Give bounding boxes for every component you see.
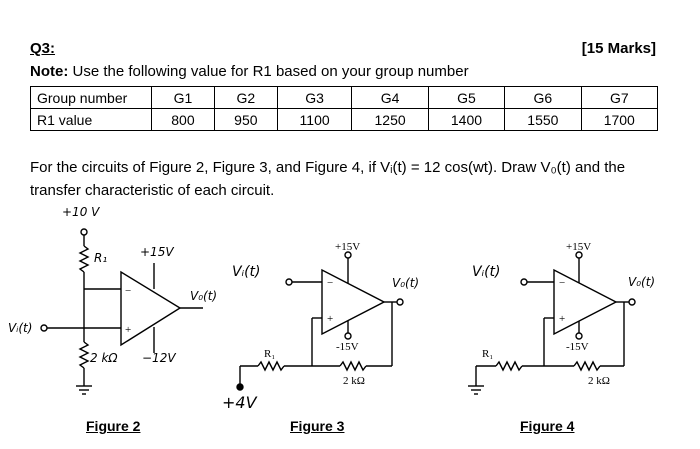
output-terminal xyxy=(396,298,404,306)
terminal-top xyxy=(80,228,88,236)
figure-2-circuit xyxy=(40,228,203,395)
note-label: Note: xyxy=(30,63,69,80)
fig3-r1-label: R₁ xyxy=(264,348,275,360)
opamp-minus-sign: − xyxy=(327,277,333,289)
table-cell: 1400 xyxy=(427,108,506,131)
input-terminal xyxy=(285,278,293,286)
table-row: R1 value 800 950 1100 1250 1400 1550 170… xyxy=(30,108,659,131)
table-cell: 1100 xyxy=(276,108,353,131)
fig2-r1-label: R₁ xyxy=(94,251,107,265)
r2-resistor xyxy=(339,360,367,372)
table-cell: Group number xyxy=(30,86,152,109)
opamp-triangle xyxy=(120,270,182,347)
r2-resistor xyxy=(78,341,90,369)
question-marks: [15 Marks] xyxy=(581,40,656,57)
fig2-output-label: V₀(t) xyxy=(190,289,217,303)
table-cell: 1700 xyxy=(580,108,659,131)
figure-3-caption: Figure 3 xyxy=(290,418,345,434)
opamp-minus-sign: − xyxy=(559,277,565,289)
table-cell: 800 xyxy=(151,108,215,131)
figure-4-caption: Figure 4 xyxy=(520,418,575,434)
opamp-plus-sign: + xyxy=(327,313,333,325)
opamp-minus-sign: − xyxy=(125,285,131,297)
question-prompt: For the circuits of Figure 2, Figure 3, … xyxy=(30,156,670,202)
opamp-plus-sign: + xyxy=(125,324,131,336)
figure-2-caption: Figure 2 xyxy=(86,418,141,434)
fig3-input-label: Vᵢ(t) xyxy=(232,264,261,280)
r2-resistor xyxy=(573,360,601,372)
table-cell: 950 xyxy=(213,108,278,131)
terminal-bottom xyxy=(575,332,583,340)
fig3-pos-rail: +15V xyxy=(335,241,360,253)
fig3-neg-rail: -15V xyxy=(336,341,359,353)
opamp-plus-sign: + xyxy=(559,313,565,325)
r1-resistor xyxy=(78,245,90,273)
fig3-output-label: V₀(t) xyxy=(392,276,419,290)
input-terminal xyxy=(520,278,528,286)
group-table: Group number G1 G2 G3 G4 G5 G6 G7 R1 val… xyxy=(30,86,659,131)
fig2-pos-rail: +15V xyxy=(140,245,174,259)
table-cell: G2 xyxy=(213,86,278,109)
fig3-ref-voltage: +4V xyxy=(222,393,258,412)
figure-4-circuit xyxy=(468,251,636,395)
opamp-triangle xyxy=(321,268,386,336)
fig2-r2-label: 2 kΩ xyxy=(90,351,118,365)
fig2-supply-label: +10 V xyxy=(62,205,100,219)
fig4-pos-rail: +15V xyxy=(566,241,591,253)
fig2-neg-rail: −12V xyxy=(142,351,176,365)
figure-3-circuit xyxy=(236,251,404,391)
terminal-bottom xyxy=(344,332,352,340)
note-text: Use the following value for R1 based on … xyxy=(72,63,469,80)
r1-resistor xyxy=(257,360,285,372)
fig4-r1-label: R₁ xyxy=(482,348,493,360)
fig4-input-label: Vᵢ(t) xyxy=(472,264,501,280)
fig4-r2-label: 2 kΩ xyxy=(588,375,610,387)
r1-resistor xyxy=(495,360,523,372)
note: Note: Use the following value for R1 bas… xyxy=(30,63,469,80)
opamp-triangle xyxy=(553,268,618,336)
prompt-line: transfer characteristic of each circuit. xyxy=(30,182,275,199)
question-number: Q3: xyxy=(30,40,56,57)
table-cell: G6 xyxy=(504,86,582,109)
table-row: Group number G1 G2 G3 G4 G5 G6 G7 xyxy=(30,86,659,109)
fig4-neg-rail: -15V xyxy=(566,341,589,353)
prompt-line: For the circuits of Figure 2, Figure 3, … xyxy=(30,159,626,176)
reference-node xyxy=(236,383,244,391)
input-terminal xyxy=(40,324,48,332)
fig4-output-label: V₀(t) xyxy=(628,275,655,289)
fig3-r2-label: 2 kΩ xyxy=(343,375,365,387)
output-terminal xyxy=(628,298,636,306)
table-cell: R1 value xyxy=(30,108,152,131)
fig2-input-label: Vᵢ(t) xyxy=(8,321,32,335)
